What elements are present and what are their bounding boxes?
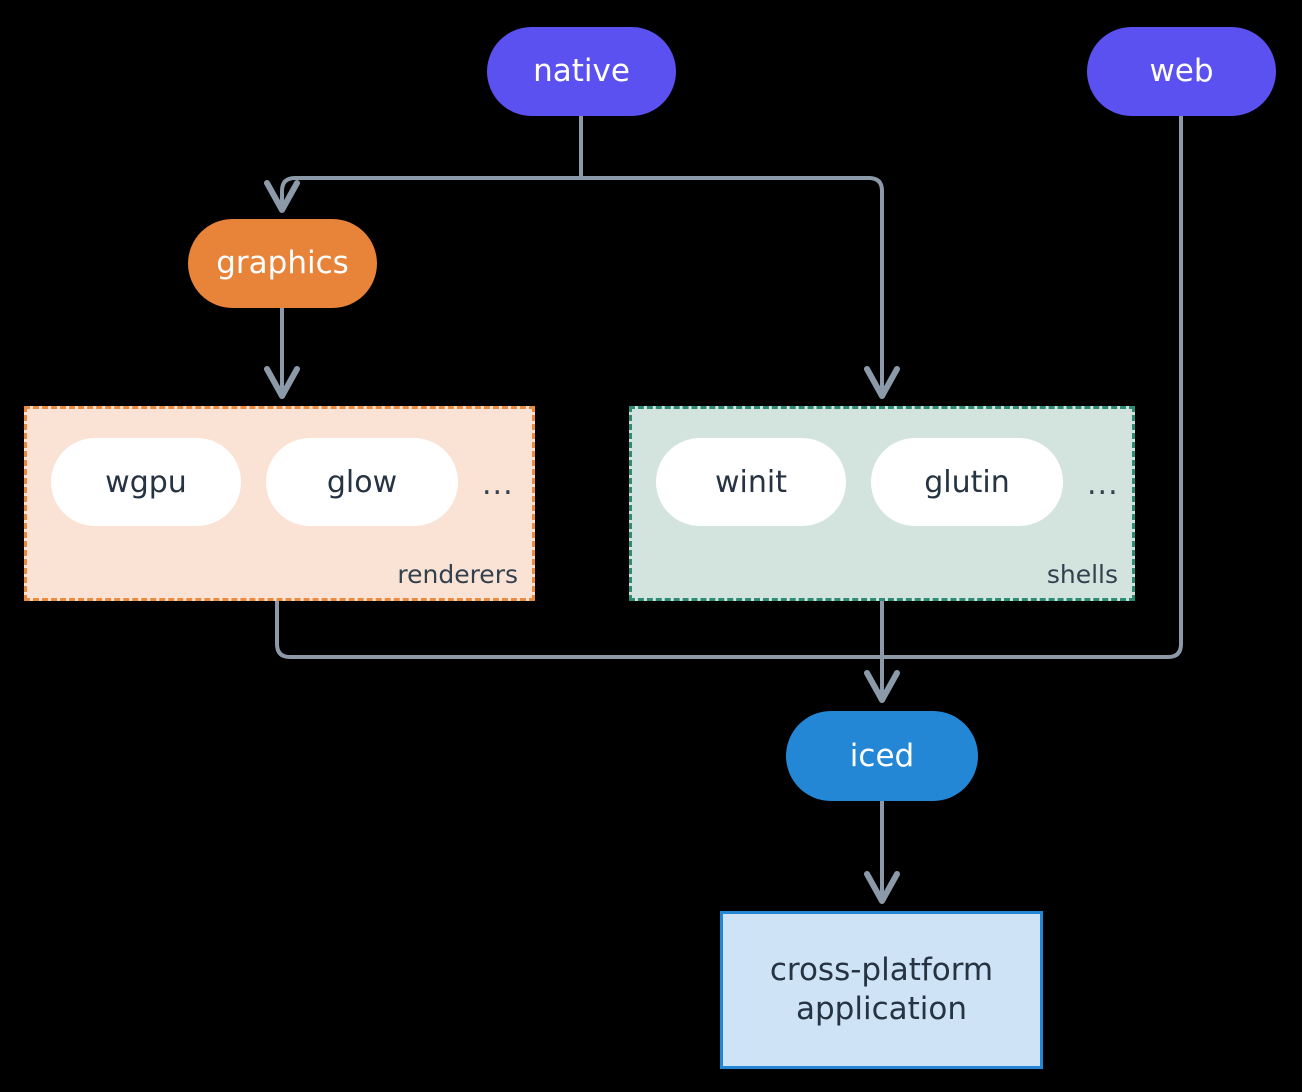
- node-application[interactable]: cross-platform application: [720, 911, 1043, 1069]
- group-shells-label: shells: [1046, 560, 1118, 589]
- node-wgpu-label: wgpu: [105, 464, 187, 500]
- node-web-label: web: [1149, 53, 1214, 90]
- renderers-overflow-ellipsis: ...: [482, 467, 514, 502]
- node-iced-label: iced: [849, 737, 915, 774]
- node-iced[interactable]: iced: [786, 711, 978, 801]
- shells-overflow-ellipsis: ...: [1087, 467, 1119, 502]
- edge-renderers-to-iced: [275, 601, 882, 659]
- node-graphics[interactable]: graphics: [188, 219, 377, 308]
- edge-native-to-graphics: [264, 176, 581, 213]
- node-native-label: native: [533, 53, 630, 90]
- node-glow[interactable]: glow: [266, 438, 458, 526]
- node-wgpu[interactable]: wgpu: [51, 438, 241, 526]
- node-application-line2: application: [796, 991, 967, 1027]
- node-native[interactable]: native: [487, 27, 676, 116]
- node-glutin-label: glutin: [924, 464, 1010, 500]
- node-application-line1: cross-platform: [769, 952, 994, 989]
- node-glow-label: glow: [326, 464, 398, 500]
- node-glutin[interactable]: glutin: [871, 438, 1063, 526]
- group-renderers-label: renderers: [397, 560, 518, 589]
- node-web[interactable]: web: [1087, 27, 1276, 116]
- node-winit-label: winit: [715, 464, 787, 500]
- node-winit[interactable]: winit: [656, 438, 846, 526]
- edge-web-to-iced: [882, 116, 1183, 659]
- edge-native-to-shells: [581, 176, 900, 399]
- node-graphics-label: graphics: [216, 245, 349, 282]
- group-shells: winit glutin ... shells: [629, 406, 1135, 601]
- group-renderers: wgpu glow ... renderers: [24, 406, 535, 601]
